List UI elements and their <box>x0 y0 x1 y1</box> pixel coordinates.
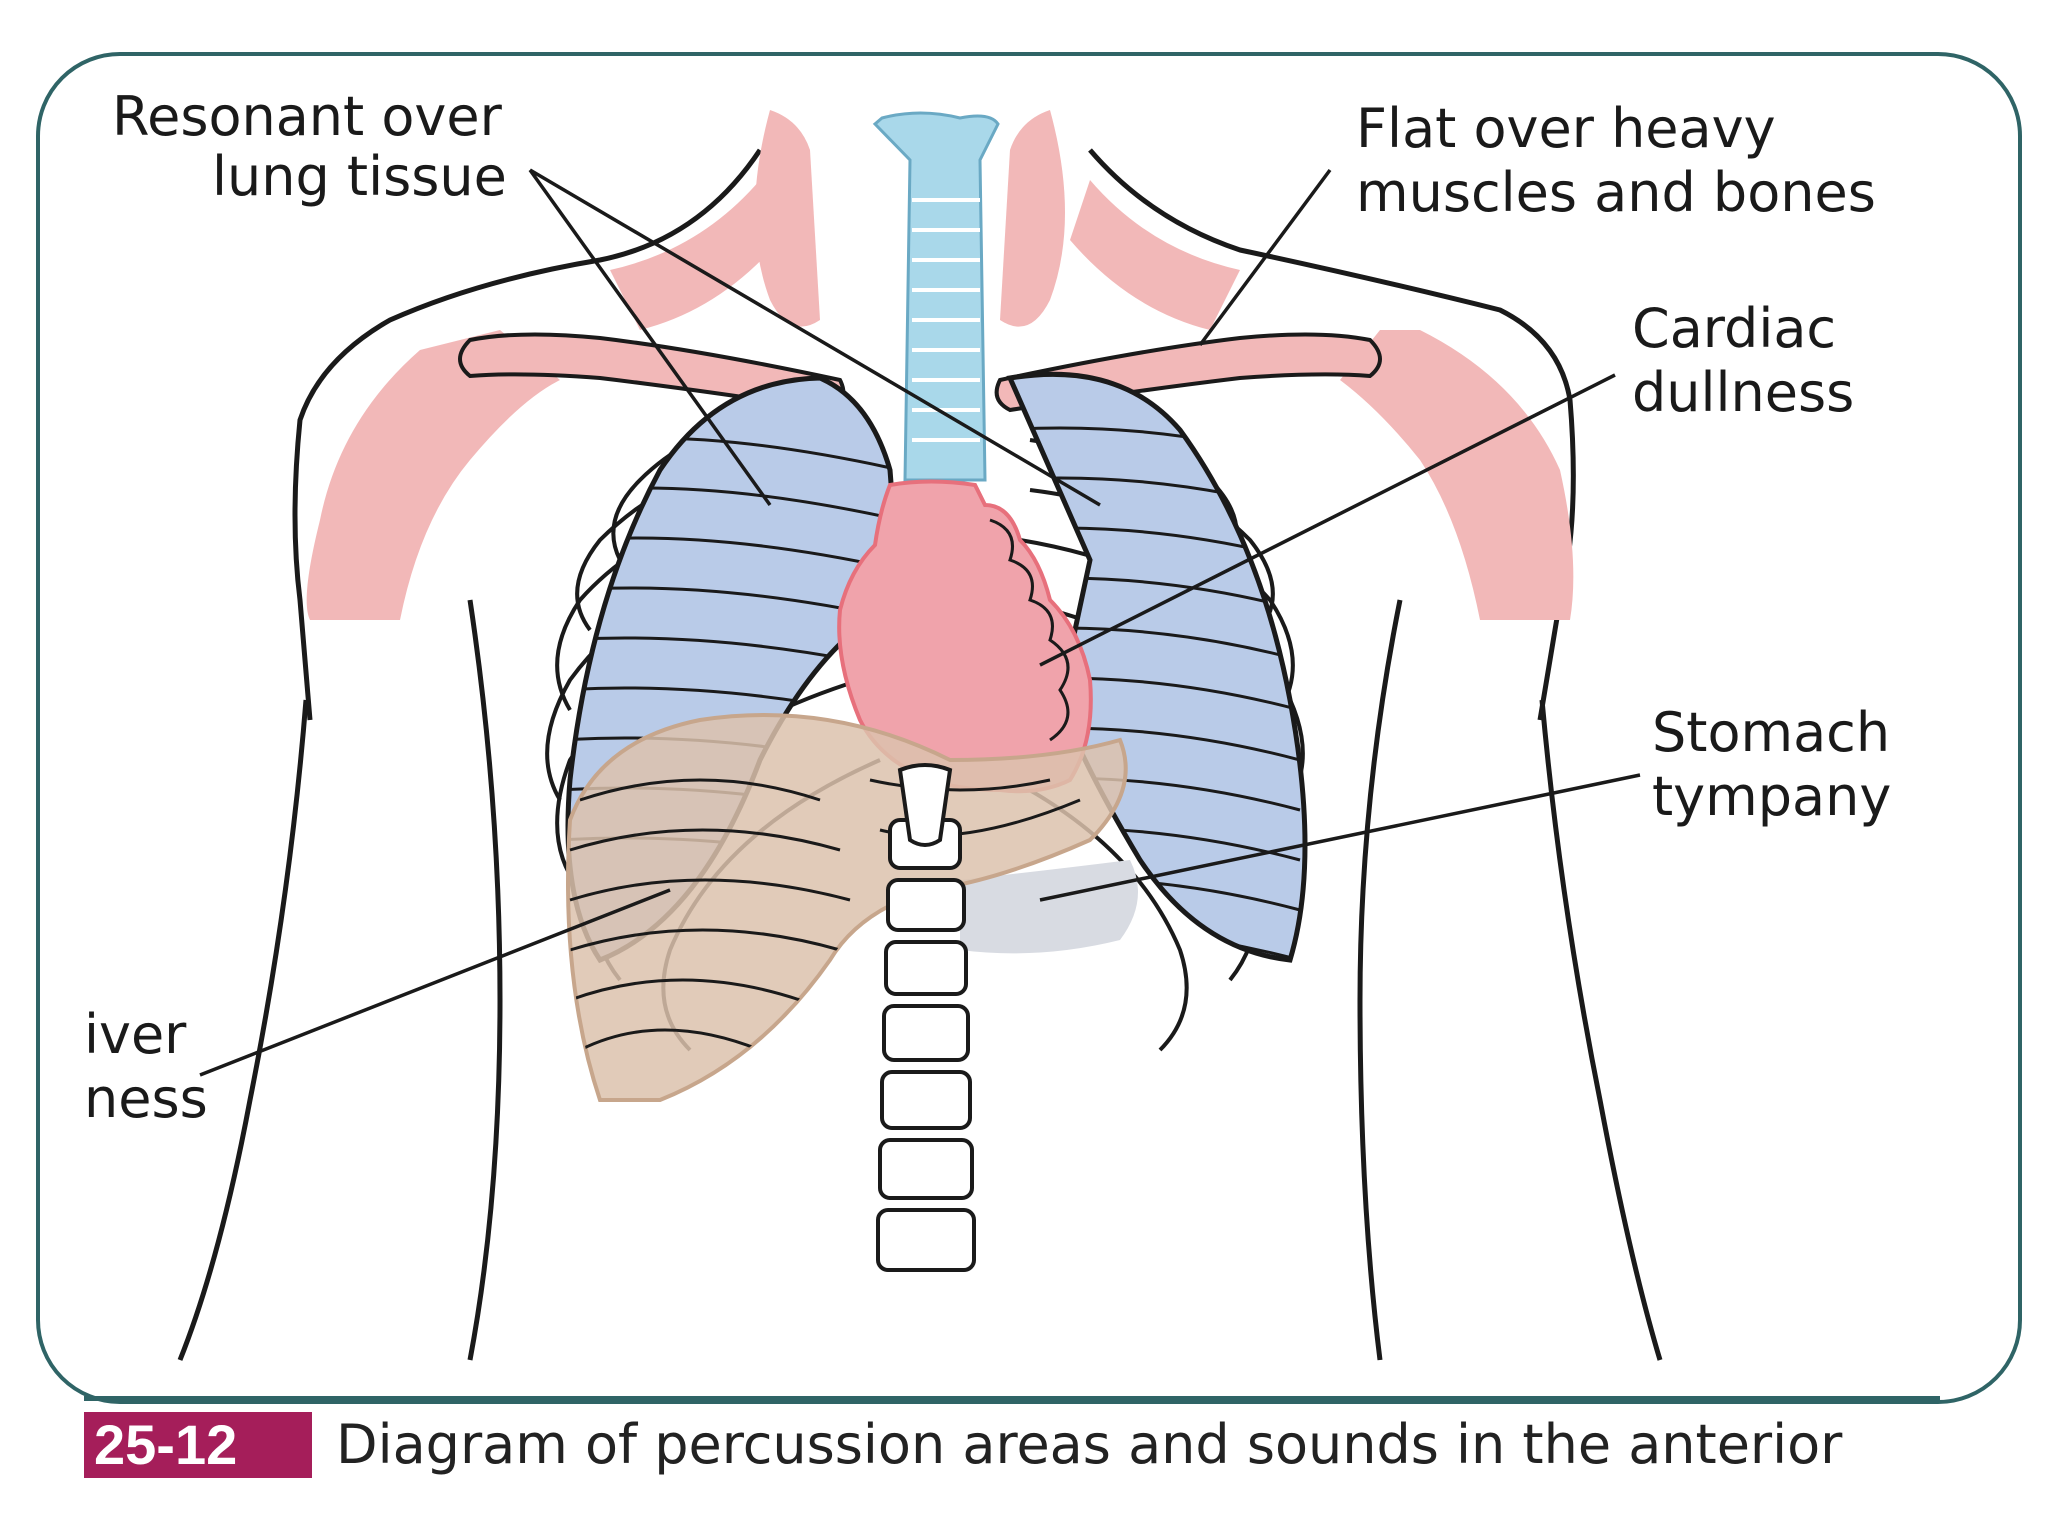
label-stomach-line1: Stomach <box>1652 701 1891 764</box>
muscle-regions <box>306 110 1574 620</box>
body-outline <box>177 148 1663 1361</box>
label-resonant-line1: Resonant over <box>112 85 502 148</box>
label-stomach-line2: tympany <box>1652 765 1892 828</box>
label-flat-line2: muscles and bones <box>1356 161 1876 224</box>
label-liver-line1: iver <box>84 1003 187 1066</box>
label-cardiac-line2: dullness <box>1632 361 1855 424</box>
label-resonant-line2: lung tissue <box>212 145 507 208</box>
liver <box>566 713 1128 1102</box>
figure-number-badge: 25-12 <box>84 1412 312 1478</box>
caption-divider <box>84 1396 1940 1401</box>
label-cardiac-line1: Cardiac <box>1632 297 1837 360</box>
heart-detail <box>989 518 1070 742</box>
spine <box>876 763 976 1272</box>
label-liver-line2: ness <box>84 1067 208 1130</box>
trachea <box>872 111 1000 482</box>
label-flat-line1: Flat over heavy <box>1356 97 1776 160</box>
figure-caption: Diagram of percussion areas and sounds i… <box>336 1413 1843 1476</box>
leader-lines <box>199 168 1641 1077</box>
stomach-region <box>960 860 1138 954</box>
